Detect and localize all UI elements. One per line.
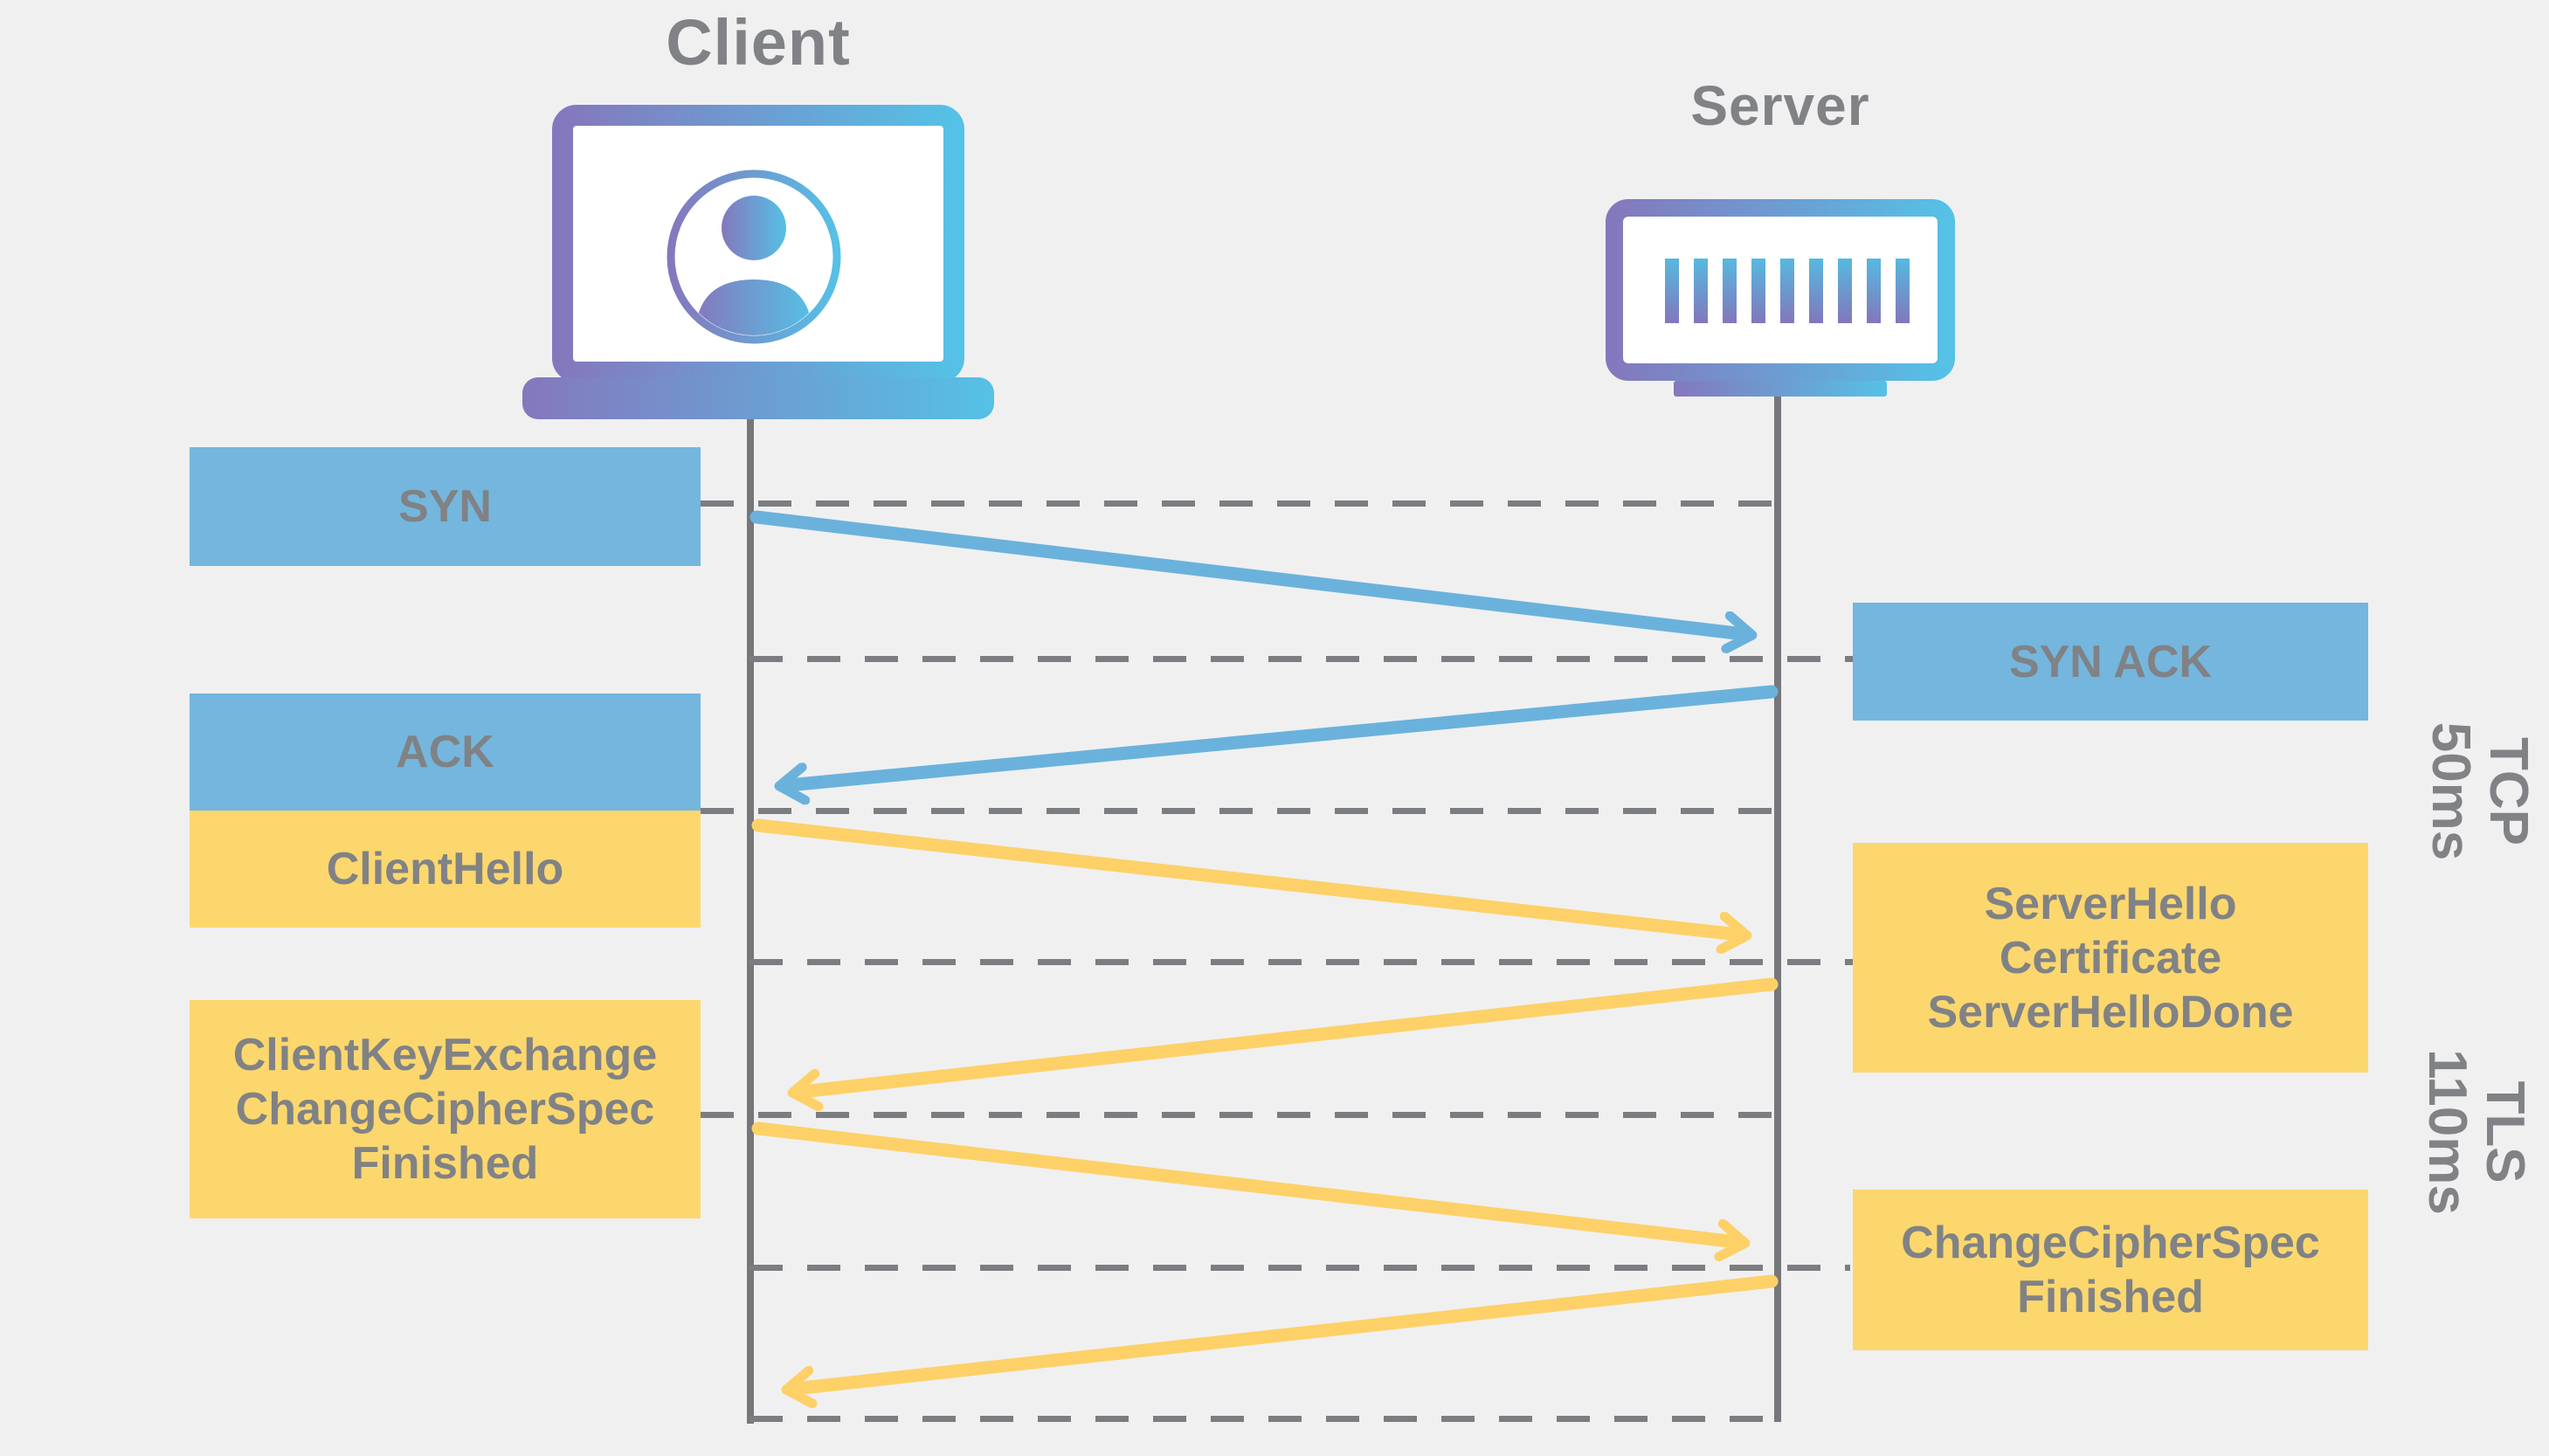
- tls-phase-duration: 110ms: [2417, 1049, 2477, 1215]
- syn-ack-message-box: SYN ACK: [1853, 603, 2368, 721]
- client-lifeline: [747, 377, 754, 1424]
- syn-arrow: [750, 510, 1744, 634]
- dashed-line-finished: [750, 1416, 1778, 1422]
- dashed-line-change-cipher-spec: [750, 1265, 1850, 1271]
- client-hello-arrow: [751, 818, 1738, 935]
- server-hello-line: ServerHello: [1984, 878, 2237, 929]
- change-cipher-spec-message-box: ChangeCipherSpec Finished: [1853, 1190, 2368, 1350]
- syn-ack-arrow: [788, 685, 1779, 785]
- client-hello-label: ClientHello: [326, 844, 564, 894]
- tls-phase-label: TLS 110ms: [2417, 1049, 2535, 1215]
- server-hello-done-line: ServerHelloDone: [1927, 986, 2294, 1038]
- client-title: Client: [666, 6, 851, 79]
- server-hello-arrow: [801, 977, 1779, 1092]
- tcp-phase-name: TCP: [2478, 736, 2539, 845]
- tcp-phase-duration: 50ms: [2421, 721, 2481, 861]
- syn-ack-label: SYN ACK: [2008, 636, 2213, 687]
- tcp-phase-label: TCP 50ms: [2421, 721, 2539, 861]
- finished-line: Finished: [351, 1138, 539, 1189]
- syn-label: SYN: [398, 481, 492, 532]
- client-key-exchange-line: ClientKeyExchange: [232, 1030, 658, 1080]
- ack-label: ACK: [396, 727, 494, 777]
- client-key-exchange-arrow: [751, 1121, 1737, 1242]
- syn-message-box: SYN: [190, 447, 701, 566]
- laptop-user-icon: [522, 103, 994, 423]
- client-key-exchange-message-box: ClientKeyExchange ChangeCipherSpec Finis…: [190, 1000, 701, 1218]
- dashed-line-server-hello: [750, 959, 1855, 965]
- tls-phase-name: TLS: [2475, 1080, 2535, 1183]
- dashed-line-ack: [701, 808, 1776, 814]
- client-hello-message-box: ClientHello: [190, 811, 701, 928]
- change-cipher-spec-line: ChangeCipherSpec: [235, 1084, 655, 1135]
- certificate-line: Certificate: [1999, 932, 2222, 983]
- ack-message-box: ACK: [190, 693, 701, 811]
- dashed-line-syn: [701, 500, 1776, 507]
- change-cipher-spec-arrow: [795, 1274, 1779, 1389]
- dashed-line-client-key-exchange: [701, 1112, 1776, 1118]
- change-cipher-spec-line: ChangeCipherSpec: [1901, 1218, 2320, 1268]
- server-icon: [1606, 199, 1955, 402]
- server-title: Server: [1690, 74, 1870, 137]
- dashed-line-syn-ack: [750, 656, 1853, 662]
- finished-line: Finished: [2017, 1272, 2204, 1322]
- server-hello-message-box: ServerHello Certificate ServerHelloDone: [1853, 843, 2368, 1073]
- server-lifeline: [1774, 325, 1781, 1422]
